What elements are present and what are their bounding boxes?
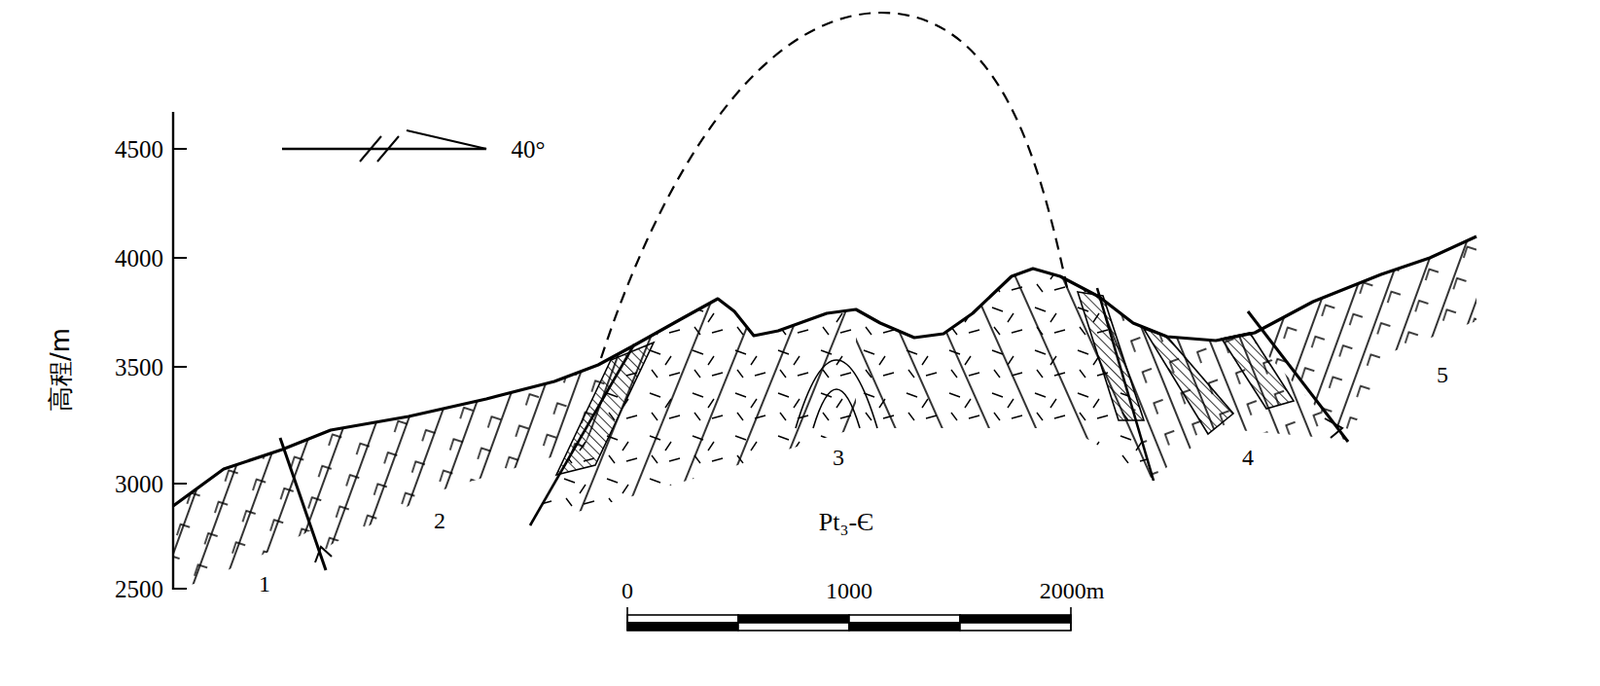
fault-arrow (1324, 418, 1343, 438)
eroded-fold-outline (601, 12, 1068, 358)
axis-value: 4000 (114, 246, 164, 271)
elevation-axis (172, 111, 175, 590)
axis-ticks (173, 148, 187, 589)
axis-value: 3500 (114, 355, 164, 380)
dip-angle: 40° (511, 137, 546, 162)
fold-arc (813, 389, 860, 428)
strata-fill (1247, 236, 1477, 440)
unit-number: 5 (1436, 362, 1449, 387)
fault-zone (1143, 328, 1234, 434)
scale-value: 2000m (1039, 578, 1105, 603)
strata-fill (1247, 236, 1477, 440)
fault-arrow (315, 546, 332, 563)
axis-value: 4500 (114, 137, 164, 162)
strata-fill (530, 298, 856, 526)
strike-symbol (359, 136, 399, 162)
scale-value: 0 (621, 578, 634, 603)
strata-fill (530, 298, 856, 526)
unit-number: 2 (433, 508, 446, 533)
fault-line (1247, 311, 1349, 442)
unit-number: 1 (258, 571, 271, 596)
unit-number: 4 (1242, 445, 1254, 469)
stratum-code: Pt₃-Є (818, 509, 875, 535)
topographic-profile (173, 236, 1477, 506)
unit-number: 3 (832, 445, 845, 469)
strata-fill (855, 268, 1153, 479)
axis-value: 2500 (114, 576, 164, 602)
dip-flag (406, 130, 487, 149)
fault-zone (1221, 332, 1294, 409)
scale-value: 1000 (825, 578, 873, 603)
strata-fill (855, 268, 1153, 479)
fold-arc (795, 359, 878, 428)
scale-bar (627, 606, 1071, 631)
axis-title: 高程/m (47, 327, 73, 412)
strata-units (173, 236, 1477, 589)
axis-value: 3000 (114, 471, 164, 497)
fault-zone (1077, 291, 1144, 421)
